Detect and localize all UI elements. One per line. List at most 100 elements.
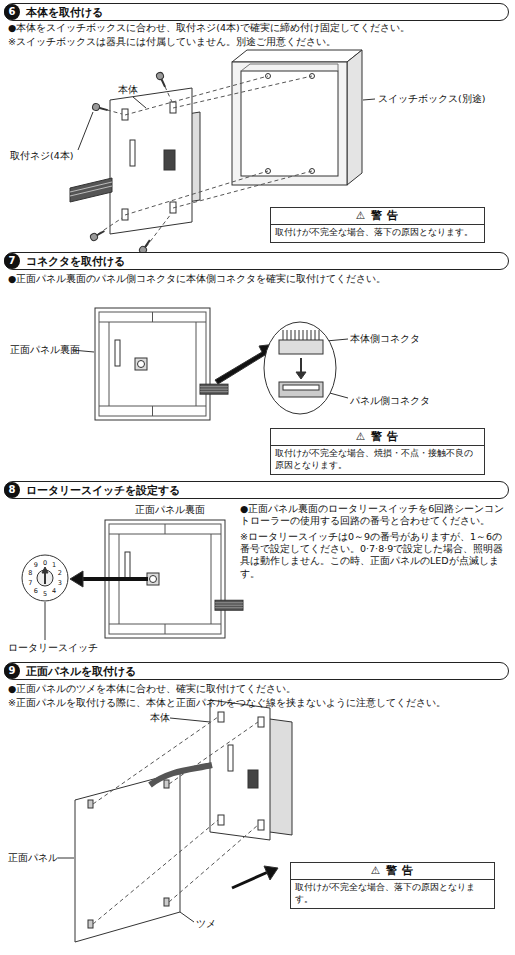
connector <box>311 330 312 340</box>
warning-text: 取付けが不完全な場合、落下の原因となります。 <box>291 880 494 908</box>
warning-box: ⚠ 警 告取付けが不完全な場合、落下の原因となります。 <box>290 862 495 909</box>
body-unit <box>210 700 292 840</box>
connector <box>283 330 319 340</box>
body-unit <box>218 712 224 722</box>
note-text: ※スイッチボックスは器具には付属していません。別途ご用意ください。 <box>8 36 508 48</box>
connector <box>319 330 320 340</box>
front-panel <box>164 898 169 906</box>
leader-line <box>170 718 210 722</box>
panel-back <box>138 361 145 368</box>
step-number: 6 <box>4 4 20 20</box>
body-unit <box>130 140 135 166</box>
step-number: 9 <box>4 663 20 679</box>
rotary-dial <box>22 555 68 601</box>
section-heading: 8ロータリースイッチを設定する <box>4 481 509 499</box>
section-heading: 6 本体を取付ける <box>4 3 509 21</box>
connector <box>295 330 296 340</box>
panel-back <box>215 602 243 603</box>
panel-back <box>95 308 228 420</box>
switch-box <box>241 71 338 176</box>
connector <box>315 330 316 340</box>
front-panel <box>75 717 278 942</box>
connector <box>300 358 302 373</box>
step-number: 7 <box>4 253 20 269</box>
screw <box>92 103 109 114</box>
screw <box>89 228 106 242</box>
switch-box <box>241 64 338 71</box>
part-label: 正面パネル裏面 <box>10 344 80 356</box>
panel-back <box>99 312 206 416</box>
panel-back <box>152 312 153 322</box>
instruction-text: ●正面パネルのツメを本体に合わせ、確実に取付けてください。 <box>8 683 508 695</box>
connector <box>287 330 288 340</box>
step-title: 本体を取付ける <box>26 5 103 20</box>
panel-back <box>200 384 228 394</box>
connector <box>303 330 304 340</box>
dial-number: 3 <box>58 580 62 587</box>
instruction-text: ●本体をスイッチボックスに合わせ、取付ネジ(4本)で確実に締め付け固定してくださ… <box>8 22 508 34</box>
warning-text: 取付けが不完全な場合、落下の原因となります。 <box>271 225 484 242</box>
connector <box>307 330 308 340</box>
part-label: スイッチボックス(別途) <box>378 93 485 105</box>
panel-back <box>211 534 212 624</box>
note-text: ※ロータリースイッチは0～9の番号がありますが、1～6の番号で設定してください。… <box>240 531 508 580</box>
part-label: 本体 <box>150 712 170 724</box>
body-unit <box>70 178 112 202</box>
leader-line <box>363 99 375 100</box>
step-title: コネクタを取付ける <box>26 254 125 269</box>
dial-number: 5 <box>43 590 47 597</box>
panel-back <box>196 322 197 406</box>
mount-guide <box>173 171 312 208</box>
front-panel <box>169 722 258 784</box>
rotary-dial <box>70 571 83 587</box>
part-label: 正面パネル <box>8 852 58 864</box>
warning-heading: ⚠ 警 告 <box>291 863 494 880</box>
leader-line <box>78 112 93 150</box>
instruction-text: ●正面パネル裏面のパネル側コネクタに本体側コネクタを確実に取付けてください。 <box>8 273 508 285</box>
panel-back <box>200 386 228 387</box>
connector <box>279 382 323 397</box>
rotary-dial <box>80 577 148 581</box>
front-panel <box>75 772 180 942</box>
panel-back <box>135 358 147 370</box>
leader-line <box>45 602 46 640</box>
panel-back <box>95 308 210 420</box>
note-text: ※正面パネルを取付ける際に、本体と正面パネルをつなぐ線を挟まないように注意してく… <box>8 697 508 709</box>
front-panel <box>264 866 278 880</box>
part-label: 本体 <box>118 84 138 96</box>
connector <box>283 385 319 390</box>
leader-line <box>58 858 74 859</box>
body-unit <box>70 186 112 196</box>
panel-back <box>200 389 228 390</box>
warning-box: ⚠ 警 告取付けが不完全な場合、落下の原因となります。 <box>270 207 485 243</box>
panel-back <box>125 552 130 578</box>
dial-number: 2 <box>58 570 62 577</box>
body-unit <box>110 88 192 234</box>
dial-number: 0 <box>43 559 47 566</box>
part-label: パネル側コネクタ <box>350 395 430 407</box>
switch-box <box>232 50 362 62</box>
front-panel <box>169 825 258 902</box>
front-panel <box>164 780 169 788</box>
front-panel <box>88 920 93 928</box>
screw <box>92 103 101 112</box>
connector <box>296 372 306 379</box>
switch-box <box>232 50 362 185</box>
body-unit <box>228 745 233 771</box>
panel-back <box>147 573 159 585</box>
front-panel <box>93 717 258 924</box>
part-label: 正面パネル裏面 <box>135 504 205 516</box>
dial-number: 6 <box>34 587 38 594</box>
screw <box>155 71 164 80</box>
switch-box <box>232 62 347 185</box>
panel-back <box>115 340 120 366</box>
screw <box>89 71 168 255</box>
body-unit <box>248 770 258 788</box>
panel-back <box>152 406 153 416</box>
connector <box>279 340 323 354</box>
section-heading: 9正面パネルを取付ける <box>4 662 509 680</box>
body-unit <box>258 717 264 727</box>
section-heading: 7 コネクタを取付ける <box>4 252 509 270</box>
